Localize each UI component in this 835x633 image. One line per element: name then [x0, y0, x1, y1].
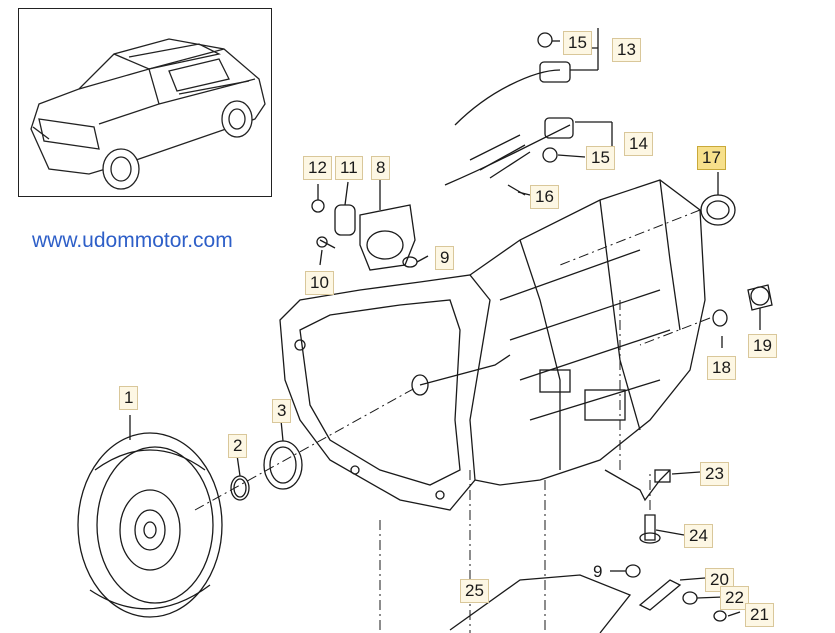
car-suv-icon [30, 38, 266, 190]
callout-10[interactable]: 10 [305, 271, 334, 295]
callout-9-upper[interactable]: 9 [435, 246, 455, 270]
callout-17[interactable]: 17 [697, 146, 726, 170]
watermark-url[interactable]: www.udommotor.com [32, 229, 233, 252]
callout-21[interactable]: 21 [745, 603, 774, 627]
callout-9-lower[interactable]: 9 [593, 562, 603, 581]
callout-14[interactable]: 14 [624, 132, 653, 156]
callout-22[interactable]: 22 [720, 586, 749, 610]
callout-23[interactable]: 23 [700, 462, 729, 486]
torque-converter-drawing [77, 432, 223, 618]
callout-3[interactable]: 3 [272, 399, 292, 423]
callout-18[interactable]: 18 [707, 356, 736, 380]
bell-housing-drawing [279, 274, 491, 511]
callout-25[interactable]: 25 [460, 579, 489, 603]
callout-19[interactable]: 19 [748, 334, 777, 358]
callout-11[interactable]: 11 [335, 156, 363, 180]
callout-12[interactable]: 12 [303, 156, 332, 180]
callout-15-upper[interactable]: 15 [563, 31, 592, 55]
callout-2[interactable]: 2 [228, 434, 248, 458]
callout-24[interactable]: 24 [684, 524, 713, 548]
callout-16[interactable]: 16 [530, 185, 559, 209]
callout-15-lower[interactable]: 15 [586, 146, 615, 170]
callout-8[interactable]: 8 [371, 156, 391, 180]
gearbox-case-drawing [411, 179, 706, 486]
vehicle-thumbnail [18, 8, 272, 197]
callout-13[interactable]: 13 [612, 38, 641, 62]
callout-1[interactable]: 1 [119, 386, 139, 410]
